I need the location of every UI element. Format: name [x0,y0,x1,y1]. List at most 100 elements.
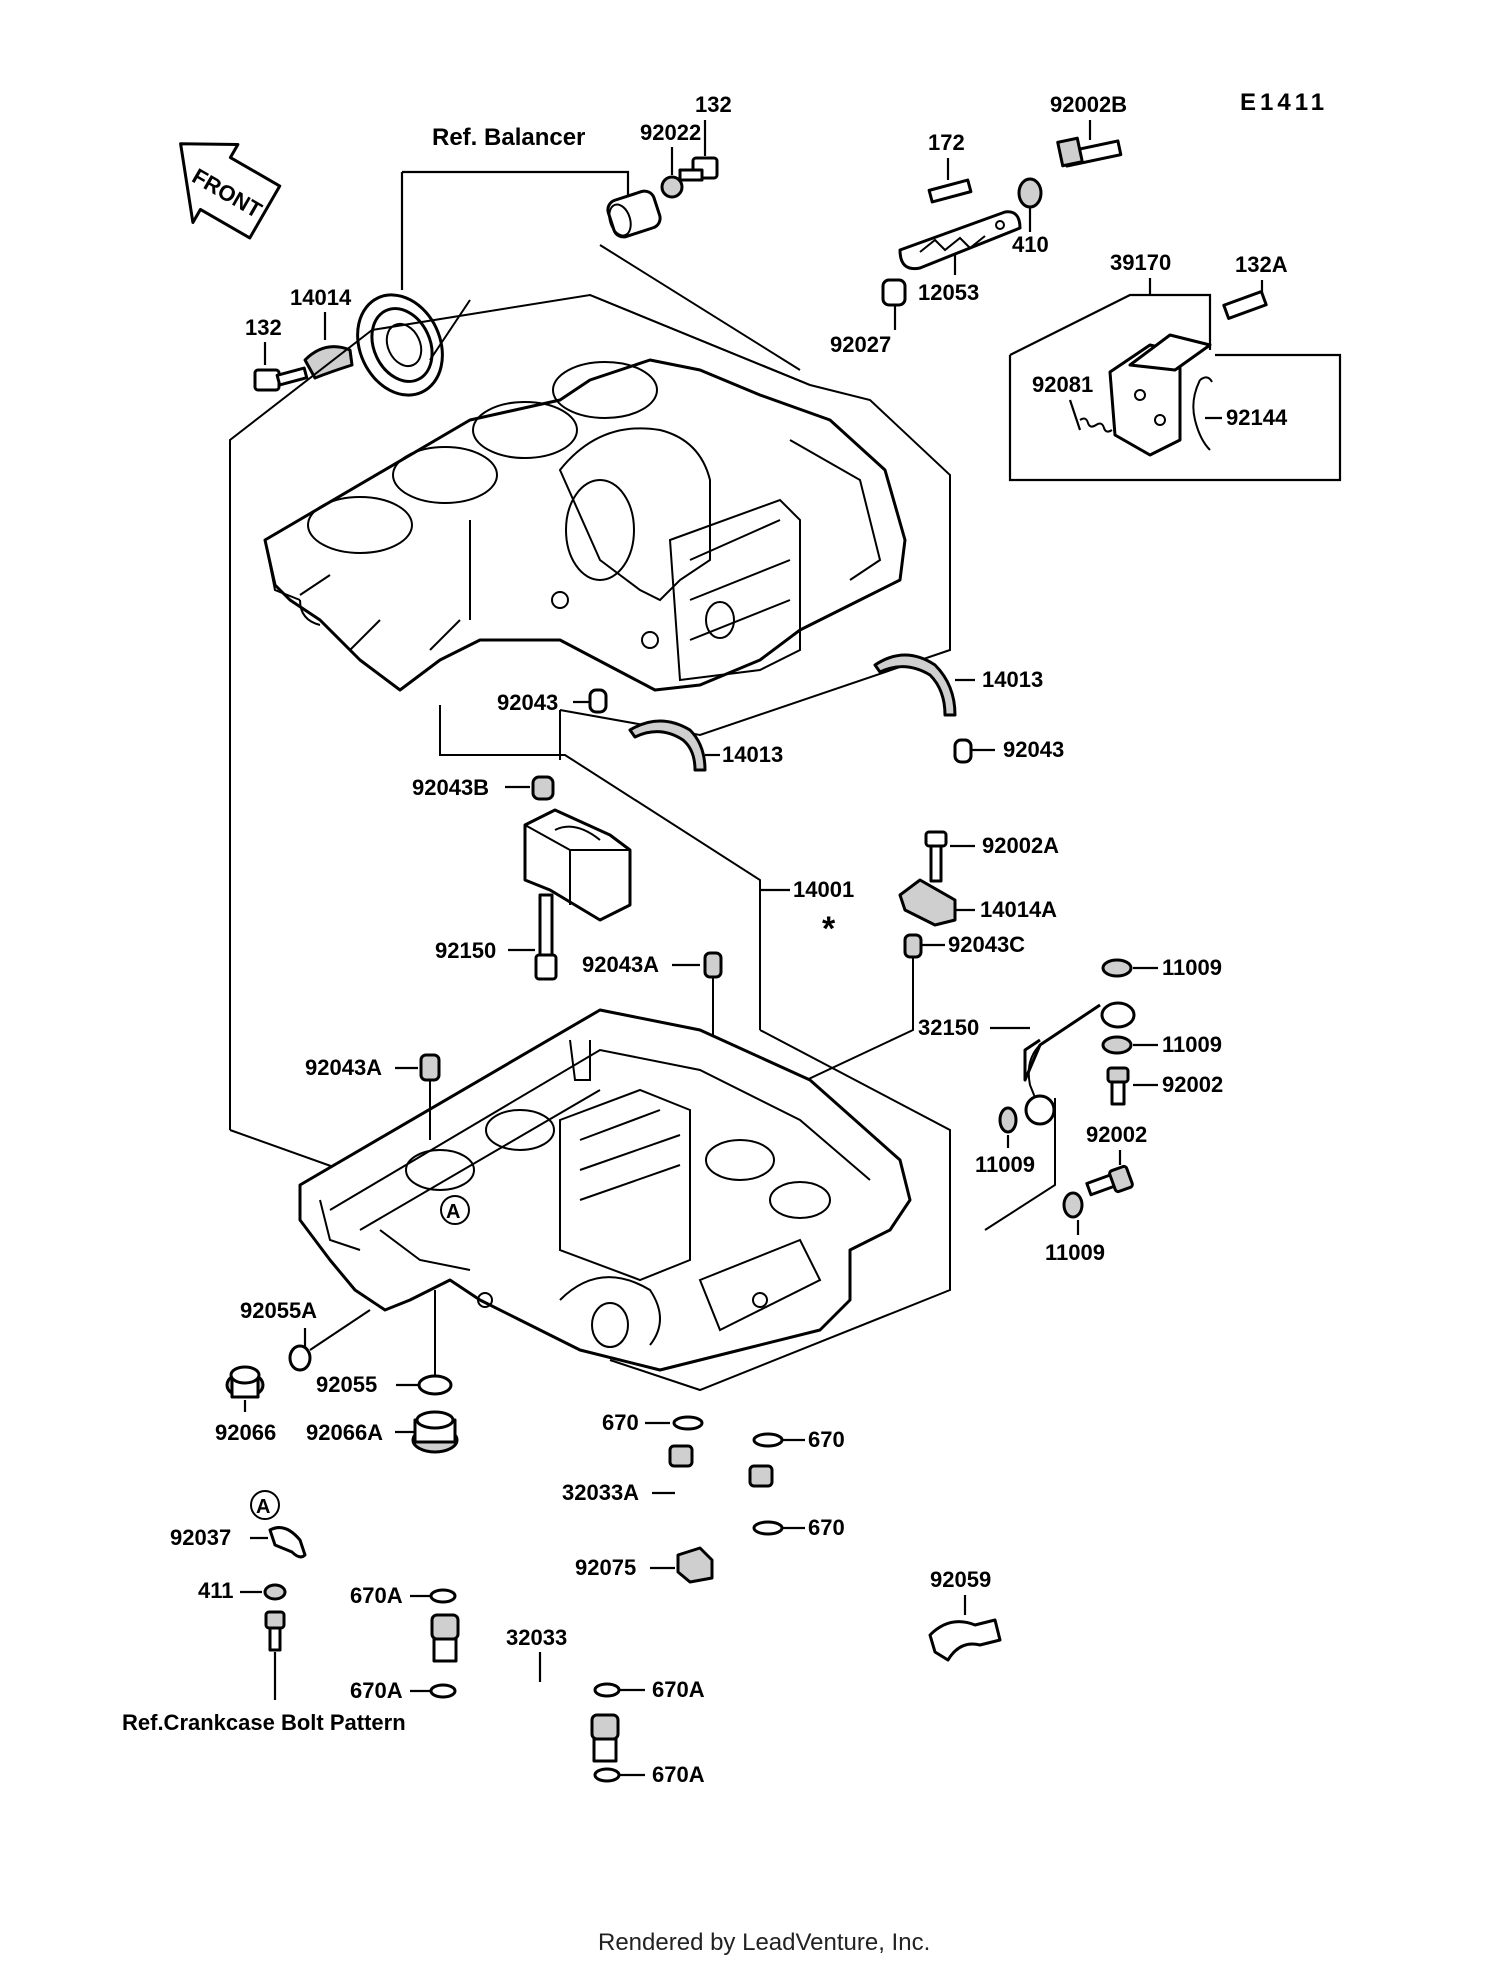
bolt-132-left [253,366,309,392]
bolt-92002A [924,830,948,883]
part-label-670-c: 670 [808,1515,845,1540]
clamp-92037 [268,1526,307,1559]
spring-92081 [1079,417,1113,433]
part-label-92002-b: 92002 [1086,1122,1147,1147]
part-label-92144: 92144 [1226,405,1288,430]
spring-92144 [1192,376,1213,451]
stud-172 [927,178,973,204]
o-ring-92055A [288,1344,312,1372]
dowel-92043-mid [588,688,608,714]
collar-92027 [881,278,907,307]
dowel-92043A-mid [703,951,723,979]
part-label-32033: 32033 [506,1625,567,1650]
o-ring-670A-c [593,1682,621,1698]
bolt-92002B [1056,136,1123,168]
part-label-670A-b: 670A [350,1678,403,1703]
hose-92059 [928,1618,1002,1662]
o-ring-670-c [752,1520,784,1536]
part-label-12053: 12053 [918,280,979,305]
oil-pipe-32033A [668,1444,774,1548]
marker-a-case: A [440,1195,470,1225]
part-label-14014: 14014 [290,285,352,310]
washer-11009-c [998,1106,1018,1134]
upper-crankcase-half [263,358,907,692]
part-label-14013-right: 14013 [982,667,1043,692]
part-label-670-a: 670 [602,1410,639,1435]
part-label-132-left: 132 [245,315,282,340]
washer-410 [1017,177,1043,209]
part-label-14013-mid: 14013 [722,742,783,767]
bolt-92002-b [1085,1164,1134,1197]
part-label-92027: 92027 [830,332,891,357]
part-label-92002A: 92002A [982,833,1059,858]
bolt-132-top [678,156,719,182]
part-label-92002-a: 92002 [1162,1072,1223,1097]
part-label-92043B: 92043B [412,775,489,800]
part-label-32033A: 32033A [562,1480,639,1505]
guide-plate-12053 [898,210,1022,271]
washer-411 [263,1583,287,1601]
asterisk-mark: * [822,910,836,948]
part-label-92043A-left: 92043A [305,1055,382,1080]
dowel-92043-right [953,738,973,764]
part-label-14014A: 14014A [980,897,1057,922]
part-label-11009-c: 11009 [975,1152,1035,1177]
o-ring-670A-a [429,1588,457,1604]
washer-11009-d [1062,1191,1084,1219]
diagram-code: E1411 [1240,89,1328,116]
o-ring-670-b [752,1432,784,1448]
part-label-32150: 32150 [918,1015,979,1040]
ref-crankcase-label: Ref.Crankcase Bolt Pattern [122,1710,406,1735]
o-ring-670-a [672,1415,704,1431]
drain-plug-92066A [411,1410,459,1454]
washer-11009-a [1101,958,1133,978]
banjo-fitting-lower [1024,1094,1056,1126]
part-label-92066A: 92066A [306,1420,383,1445]
bearing-shell-14013-right [873,653,957,717]
washer-11009-b [1101,1035,1133,1055]
bearing-cap-part [523,808,632,922]
part-label-410: 410 [1012,232,1049,257]
bolt-crankcase-ref [264,1610,286,1652]
part-label-92043C: 92043C [948,932,1025,957]
oil-pipe-32150 [1023,1003,1101,1082]
front-arrow-icon: FRONT [179,142,282,240]
oil-pipe-32033 [430,1613,620,1763]
part-label-11009-b: 11009 [1162,1032,1222,1057]
part-label-11009-d: 11009 [1045,1240,1105,1265]
part-label-670A-c: 670A [652,1677,705,1702]
part-label-411: 411 [198,1578,234,1603]
part-label-92043A-mid: 92043A [582,952,659,977]
ref-balancer-label: Ref. Balancer [432,124,585,151]
needle-bearing-part [606,189,662,239]
bolt-92150 [534,893,558,981]
bolt-132A [1222,290,1268,320]
o-ring-92055 [417,1374,453,1396]
svg-text:A: A [256,1496,270,1518]
part-label-92150: 92150 [435,938,496,963]
part-label-11009-a: 11009 [1162,955,1222,980]
o-ring-670A-b [429,1683,457,1699]
part-label-670A-d: 670A [652,1762,705,1787]
lower-crankcase-half [298,1008,912,1372]
bracket-14014A [898,878,957,927]
switch-bracket-39170 [1108,333,1212,457]
footer-credit: Rendered by LeadVenture, Inc. [598,1929,930,1956]
part-label-92043-mid: 92043 [497,690,558,715]
clamp-92075 [676,1546,714,1584]
part-label-92055A: 92055A [240,1298,317,1323]
part-label-670-b: 670 [808,1427,845,1452]
o-ring-670A-d [593,1767,621,1783]
marker-a-clamp: A [250,1490,280,1520]
part-label-92055: 92055 [316,1372,377,1397]
part-label-92022: 92022 [640,120,701,145]
part-label-92037: 92037 [170,1525,231,1550]
part-label-39170: 39170 [1110,250,1171,275]
part-label-92059: 92059 [930,1567,991,1592]
part-label-14001: 14001 [793,877,854,902]
part-label-92075: 92075 [575,1555,636,1580]
washer-92022 [660,175,684,199]
part-label-132A: 132A [1235,252,1288,277]
dowel-92043C [903,933,923,959]
